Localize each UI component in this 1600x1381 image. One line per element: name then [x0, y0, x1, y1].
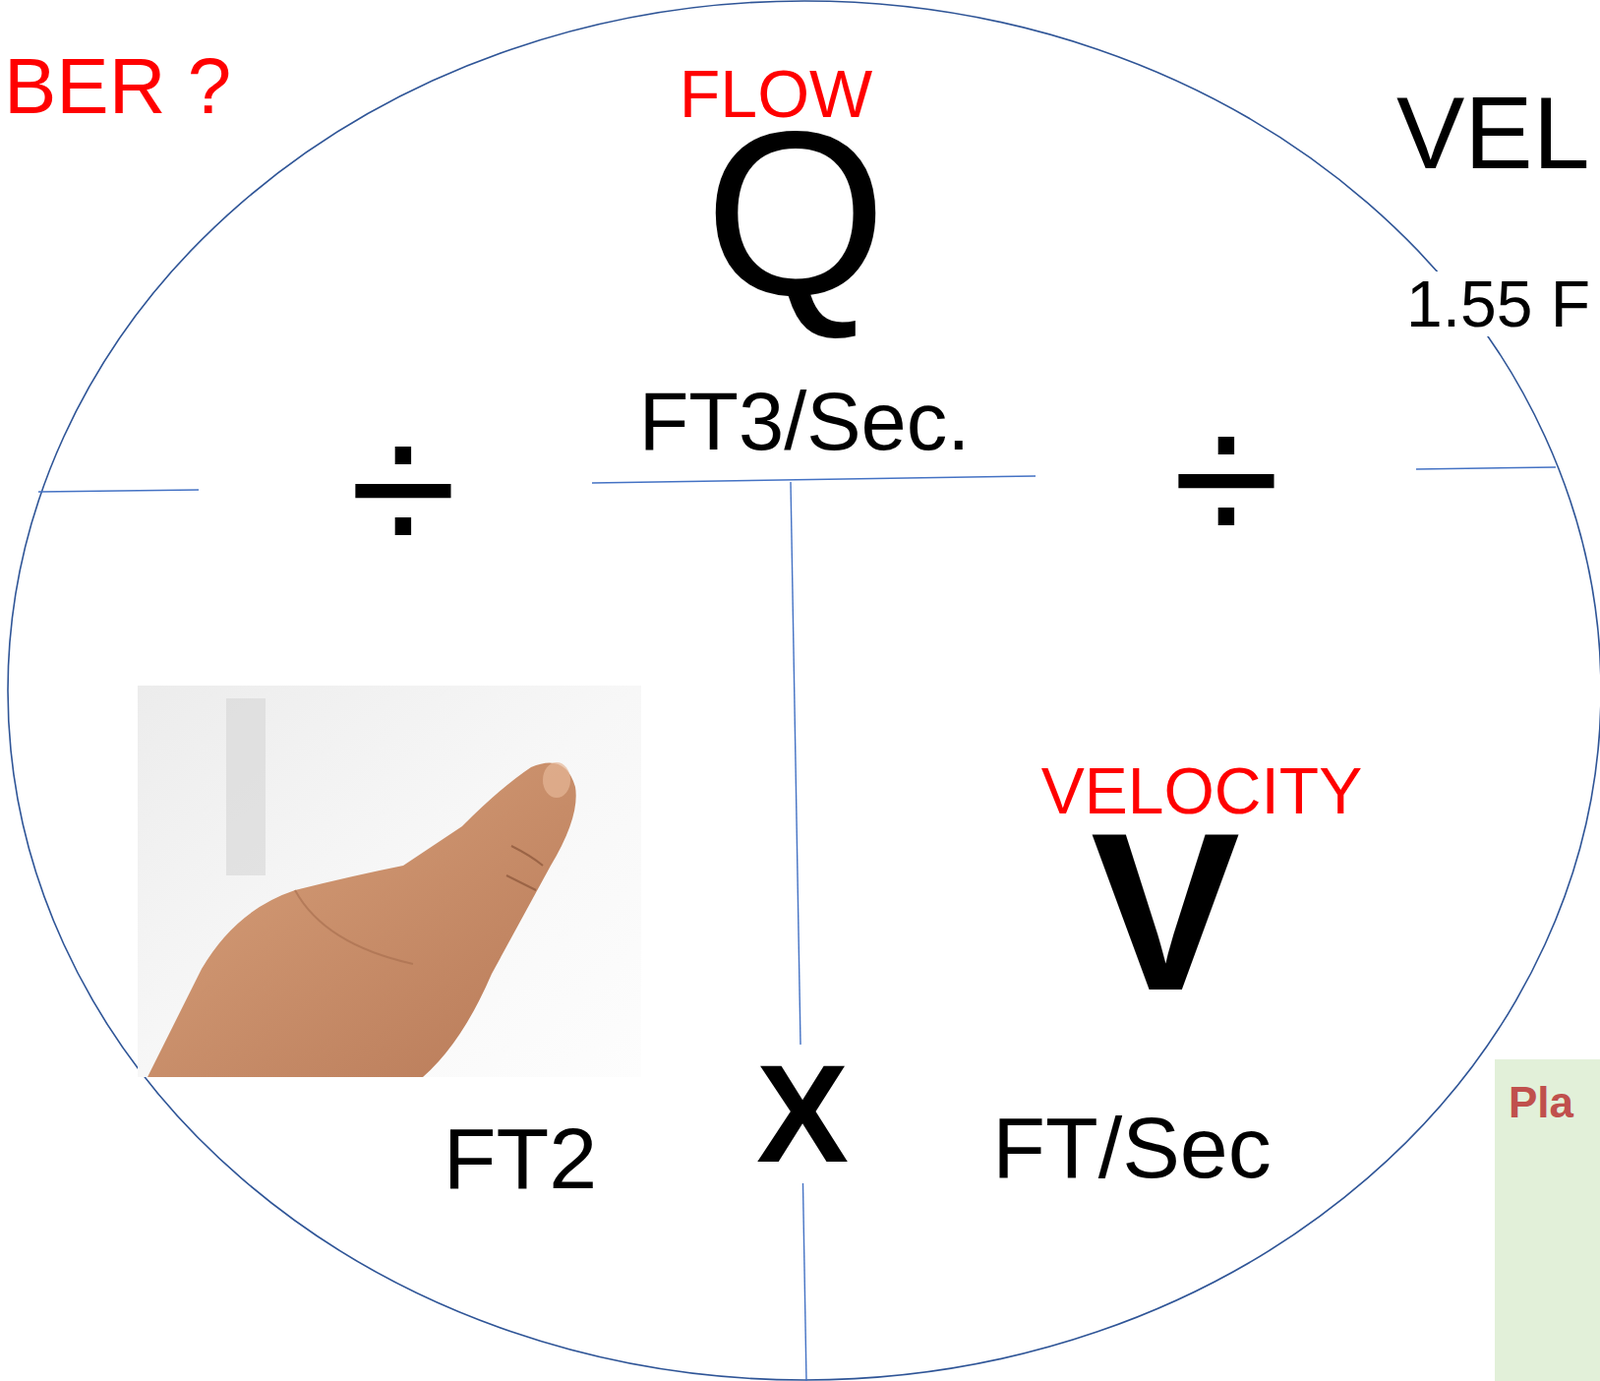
diagram-label: ÷: [349, 390, 458, 588]
diagram-label: FT3/Sec.: [639, 380, 971, 463]
diagram-label: Q: [704, 96, 887, 331]
outer-ellipse: [7, 0, 1600, 1380]
note-text: Pla: [1508, 1078, 1587, 1126]
divider-line: [1416, 467, 1556, 470]
diagram-label: V: [1090, 799, 1241, 1024]
note-box: Pla: [1494, 1059, 1600, 1381]
diagram-label: VEL: [1396, 81, 1591, 184]
divider-line: [38, 489, 199, 492]
divider-line: [790, 481, 807, 1381]
diagram-label: 1.55 F: [1406, 271, 1591, 337]
diagram-label: BER ?: [3, 47, 232, 126]
divider-line: [592, 475, 1036, 483]
diagram-label: X: [756, 1044, 849, 1184]
diagram-label: FT/Sec: [992, 1104, 1272, 1191]
diagram-label: FT2: [443, 1115, 597, 1202]
diagram-label: ÷: [1172, 380, 1281, 578]
thumb-photo: [137, 685, 642, 1077]
